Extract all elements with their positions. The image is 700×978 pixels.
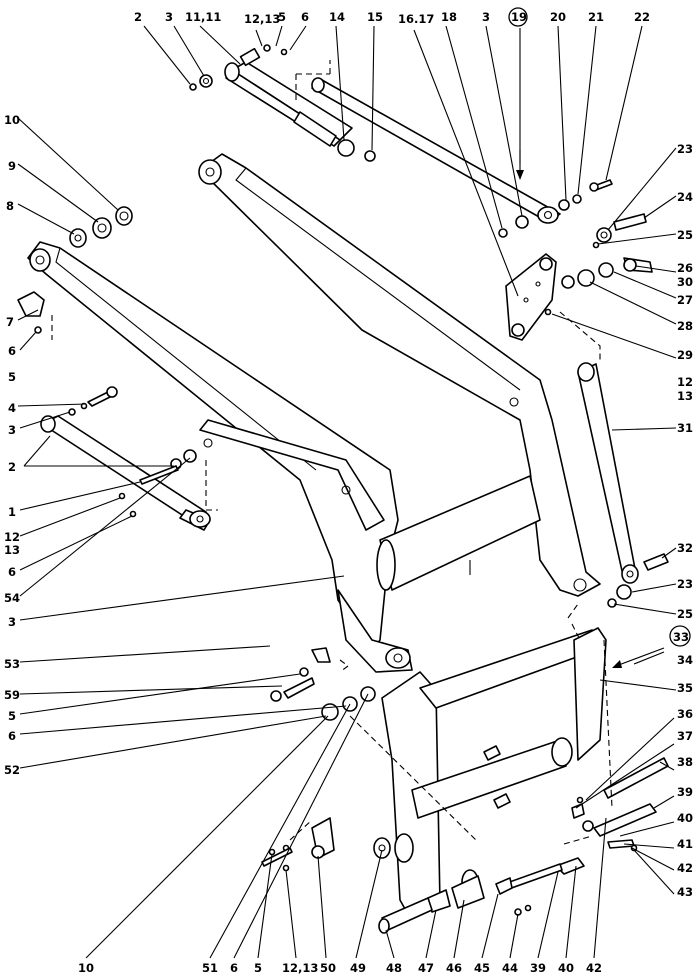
callout-label: 23 (677, 142, 693, 156)
callout-label: 11,11 (185, 10, 221, 24)
callout-label: 42 (586, 961, 602, 975)
callout-label: 18 (441, 10, 457, 24)
callout-label: 39 (677, 785, 693, 799)
callout-label: 44 (502, 961, 518, 975)
callout-label: 40 (558, 961, 574, 975)
callout-label: 31 (677, 421, 693, 435)
callout-label: 10 (78, 961, 94, 975)
callout-label: 45 (474, 961, 490, 975)
callout-label: 35 (677, 681, 693, 695)
callout-label: 9 (8, 159, 16, 173)
callout-label: 21 (588, 10, 604, 24)
callout-label: 5 (8, 370, 16, 384)
callout-label: 37 (677, 729, 693, 743)
callout-label: 12,13 (282, 961, 318, 975)
callout-label: 43 (677, 885, 693, 899)
callout-label: 39 (530, 961, 546, 975)
callout-label: 2 (134, 10, 142, 24)
callout-label: 42 (677, 861, 693, 875)
callout-label: 38 (677, 755, 693, 769)
callout-label: 40 (677, 811, 693, 825)
callout-label: 27 (677, 293, 693, 307)
arrows (516, 150, 665, 668)
callout-label: 22 (634, 10, 650, 24)
upper-hardware (189, 44, 613, 238)
callout-label: 13 (4, 543, 20, 557)
callout-label: 15 (367, 10, 383, 24)
callout-label: 3 (165, 10, 173, 24)
callout-label: 26 (677, 261, 693, 275)
callout-label: 7 (6, 315, 14, 329)
right-loader-arm (198, 153, 601, 597)
callout-label: 5 (254, 961, 262, 975)
callout-label: 47 (418, 961, 434, 975)
callout-label: 28 (677, 319, 693, 333)
callout-label: 4 (8, 401, 16, 415)
callout-label: 48 (386, 961, 402, 975)
callout-label: 52 (4, 763, 20, 777)
left-arm-foot (337, 589, 413, 673)
alignment-lines (349, 603, 613, 845)
left-loader-arm (27, 241, 399, 651)
callout-label: 33 (673, 630, 689, 644)
callout-label: 51 (202, 961, 218, 975)
callout-label: 3 (8, 423, 16, 437)
callout-label: 2 (8, 460, 16, 474)
right-link-plate (505, 253, 557, 341)
callout-label: 12,13 (244, 12, 280, 26)
callout-label: 54 (4, 591, 20, 605)
callout-label: 24 (677, 190, 693, 204)
quick-attach-frame (373, 627, 607, 919)
callout-label: 30 (677, 275, 693, 289)
callout-label: 13 (677, 389, 693, 403)
upper-hydraulic-cylinder (224, 47, 376, 162)
callout-label: 5 (8, 709, 16, 723)
callout-label: 1 (8, 505, 16, 519)
callout-label: 6 (8, 344, 16, 358)
callout-label: 25 (677, 228, 693, 242)
callout-label: 46 (446, 961, 462, 975)
upper-rod (311, 77, 561, 224)
callout-label: 14 (329, 10, 345, 24)
callout-label: 29 (677, 348, 693, 362)
bottom-left-hardware (261, 817, 335, 872)
callout-label: 41 (677, 837, 693, 851)
callout-circle-33 (669, 625, 691, 647)
callout-label: 5 (278, 10, 286, 24)
callout-label: 8 (6, 199, 14, 213)
callout-label: 36 (677, 707, 693, 721)
callout-label: 34 (677, 653, 693, 667)
callout-label: 12 (4, 530, 20, 544)
callout-label: 10 (4, 113, 20, 127)
callout-label: 6 (8, 729, 16, 743)
callout-circle-19 (508, 7, 528, 27)
callout-label: 12 (677, 375, 693, 389)
callout-label: 23 (677, 577, 693, 591)
callout-label: 25 (677, 607, 693, 621)
lock-lever-assembly (378, 757, 669, 934)
callout-label: 6 (8, 565, 16, 579)
callout-label: 53 (4, 657, 20, 671)
callout-label: 59 (4, 688, 20, 702)
cross-tube (376, 475, 541, 591)
callout-label: 3 (482, 10, 490, 24)
callout-label: 32 (677, 541, 693, 555)
callout-label: 20 (550, 10, 566, 24)
callout-labels: 2 3 11,11 12,13 5 6 14 15 16.17 18 3 19 … (4, 10, 693, 975)
left-tilt-cylinder (40, 415, 211, 531)
callout-label: 19 (511, 10, 527, 24)
callout-label: 49 (350, 961, 366, 975)
left-lower-hardware (270, 647, 376, 721)
leader-lines (17, 25, 677, 959)
callout-label: 50 (320, 961, 336, 975)
callout-label: 6 (230, 961, 238, 975)
right-link-rod (577, 362, 639, 584)
callout-label: 16.17 (398, 12, 434, 26)
callout-label: 6 (301, 10, 309, 24)
callout-label: 3 (8, 615, 16, 629)
